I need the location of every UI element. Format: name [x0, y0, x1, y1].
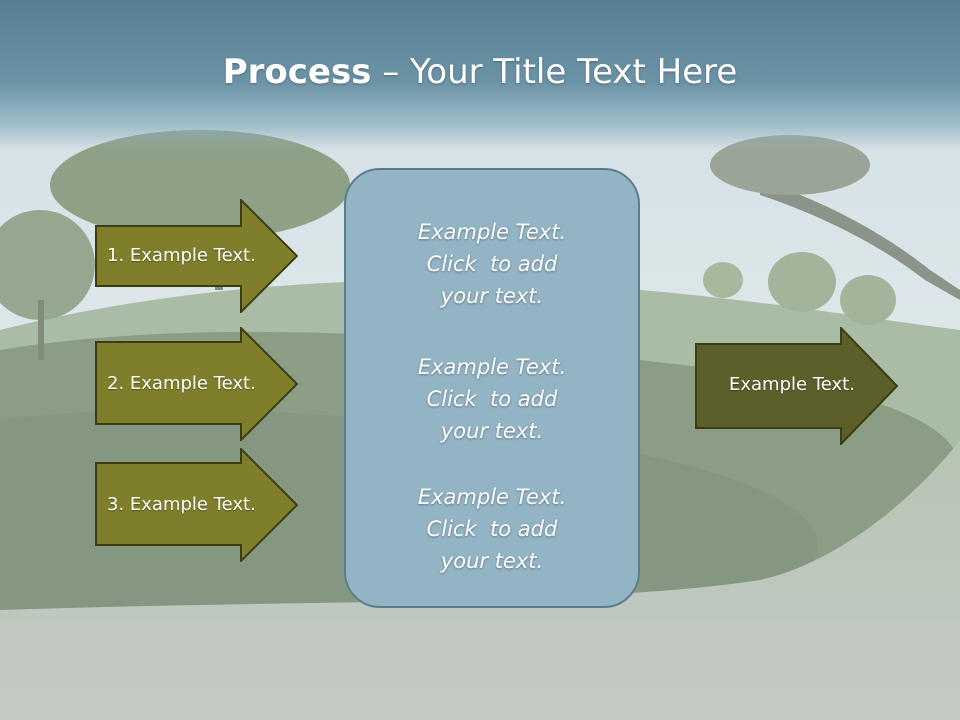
slide-title: Process – Your Title Text Here — [0, 52, 960, 92]
center-text-block-1[interactable]: Example Text. Click to add your text. — [346, 216, 638, 312]
arrow-step-3[interactable]: 3. Example Text. — [95, 448, 299, 562]
text-line: Example Text. — [417, 485, 567, 509]
title-bar — [0, 0, 960, 150]
title-bold: Process — [222, 52, 372, 92]
arrow-step-2[interactable]: 2. Example Text. — [95, 327, 299, 441]
text-line: Example Text. — [417, 220, 567, 244]
arrow-step-1[interactable]: 1. Example Text. — [95, 199, 299, 313]
text-line: Click to add — [426, 252, 558, 276]
arrow-shape — [695, 327, 899, 445]
arrow-shape — [95, 199, 299, 313]
text-line: your text. — [440, 284, 544, 308]
text-line: Click to add — [426, 517, 558, 541]
arrow-label: Example Text. — [729, 374, 855, 395]
arrow-shape — [95, 448, 299, 562]
center-text-block-3[interactable]: Example Text. Click to add your text. — [346, 481, 638, 577]
arrow-shape — [95, 327, 299, 441]
arrow-label: 1. Example Text. — [107, 245, 256, 266]
text-line: your text. — [440, 549, 544, 573]
center-content-box[interactable]: Example Text. Click to add your text. Ex… — [344, 168, 640, 608]
title-rest: – Your Title Text Here — [371, 52, 738, 92]
arrow-label: 3. Example Text. — [107, 494, 256, 515]
arrow-label: 2. Example Text. — [107, 373, 256, 394]
text-line: Click to add — [426, 387, 558, 411]
text-line: Example Text. — [417, 355, 567, 379]
arrow-result[interactable]: Example Text. — [695, 327, 899, 445]
center-text-block-2[interactable]: Example Text. Click to add your text. — [346, 351, 638, 447]
text-line: your text. — [440, 419, 544, 443]
